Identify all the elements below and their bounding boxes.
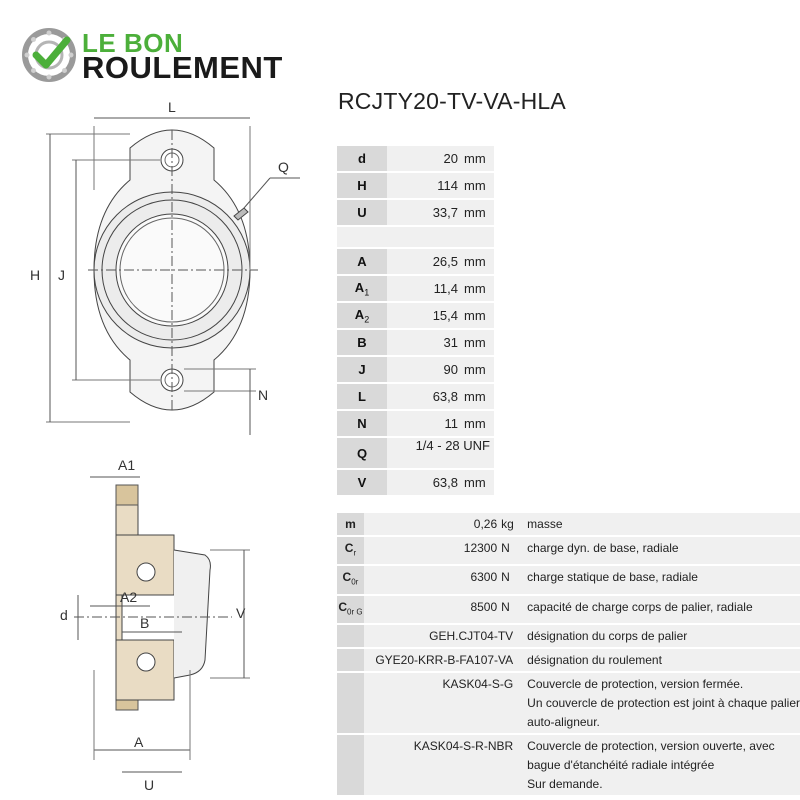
property-value: GEH.CJT04-TV [363, 625, 520, 648]
property-description: Couvercle de protection, version fermée.… [519, 673, 800, 734]
technical-drawing: L Q H J N A1 A2 B d V A U [30, 99, 300, 790]
label-A: A [134, 734, 144, 750]
brand-name-line1: LE BON [82, 28, 184, 58]
brand-logo[interactable]: LE BON ROULEMENT [22, 24, 297, 86]
label-A2: A2 [120, 589, 137, 605]
dimension-symbol: A2 [337, 303, 387, 328]
product-title: RCJTY20-TV-VA-HLA [338, 88, 566, 114]
dimension-spacer [337, 227, 494, 247]
dimension-symbol: N [337, 411, 387, 436]
property-symbol: C0r G [337, 595, 364, 624]
property-description: Couvercle de protection, version ouverte… [519, 735, 800, 796]
label-Q: Q [278, 159, 289, 175]
label-V: V [236, 605, 246, 621]
property-value: KASK04-S-R-NBR [363, 735, 520, 796]
dimension-symbol: U [337, 200, 387, 225]
property-value: GYE20-KRR-B-FA107-VA [363, 649, 520, 672]
label-B: B [140, 615, 149, 631]
property-symbol: C0r [337, 566, 364, 594]
property-description: capacité de charge corps de palier, radi… [519, 595, 800, 624]
property-symbol: Cr [337, 537, 364, 565]
property-description: désignation du roulement [519, 649, 800, 672]
property-description: masse [519, 513, 800, 535]
property-symbol [337, 649, 364, 672]
dimension-symbol: J [337, 357, 387, 382]
label-H: H [30, 267, 40, 283]
dimension-symbol: B [337, 330, 387, 355]
label-U: U [144, 777, 154, 790]
property-value: KASK04-S-G [363, 673, 520, 734]
bearing-check-icon [22, 28, 76, 82]
dimension-symbol: V [337, 470, 387, 495]
label-A1: A1 [118, 457, 135, 473]
label-J: J [58, 267, 65, 283]
property-description: charge dyn. de base, radiale [519, 537, 800, 565]
dimension-symbol: d [337, 146, 387, 171]
dimension-symbol: A [337, 249, 387, 274]
property-description: désignation du corps de palier [519, 625, 800, 648]
dimension-symbol: Q [337, 438, 387, 468]
property-description: charge statique de base, radiale [519, 566, 800, 594]
dimension-symbol: A1 [337, 276, 387, 301]
brand-name-line2: ROULEMENT [82, 50, 283, 85]
property-symbol [337, 735, 364, 796]
flange-top-view [46, 117, 300, 435]
dimension-symbol: H [337, 173, 387, 198]
label-d: d [60, 607, 68, 623]
flange-side-section [74, 476, 250, 773]
dimension-value: 1/4 - 28 UNF [387, 438, 494, 468]
dimension-symbol: L [337, 384, 387, 409]
label-L: L [168, 99, 176, 115]
property-symbol [337, 625, 364, 648]
label-N: N [258, 387, 268, 403]
property-symbol: m [337, 513, 364, 535]
property-symbol [337, 673, 364, 734]
